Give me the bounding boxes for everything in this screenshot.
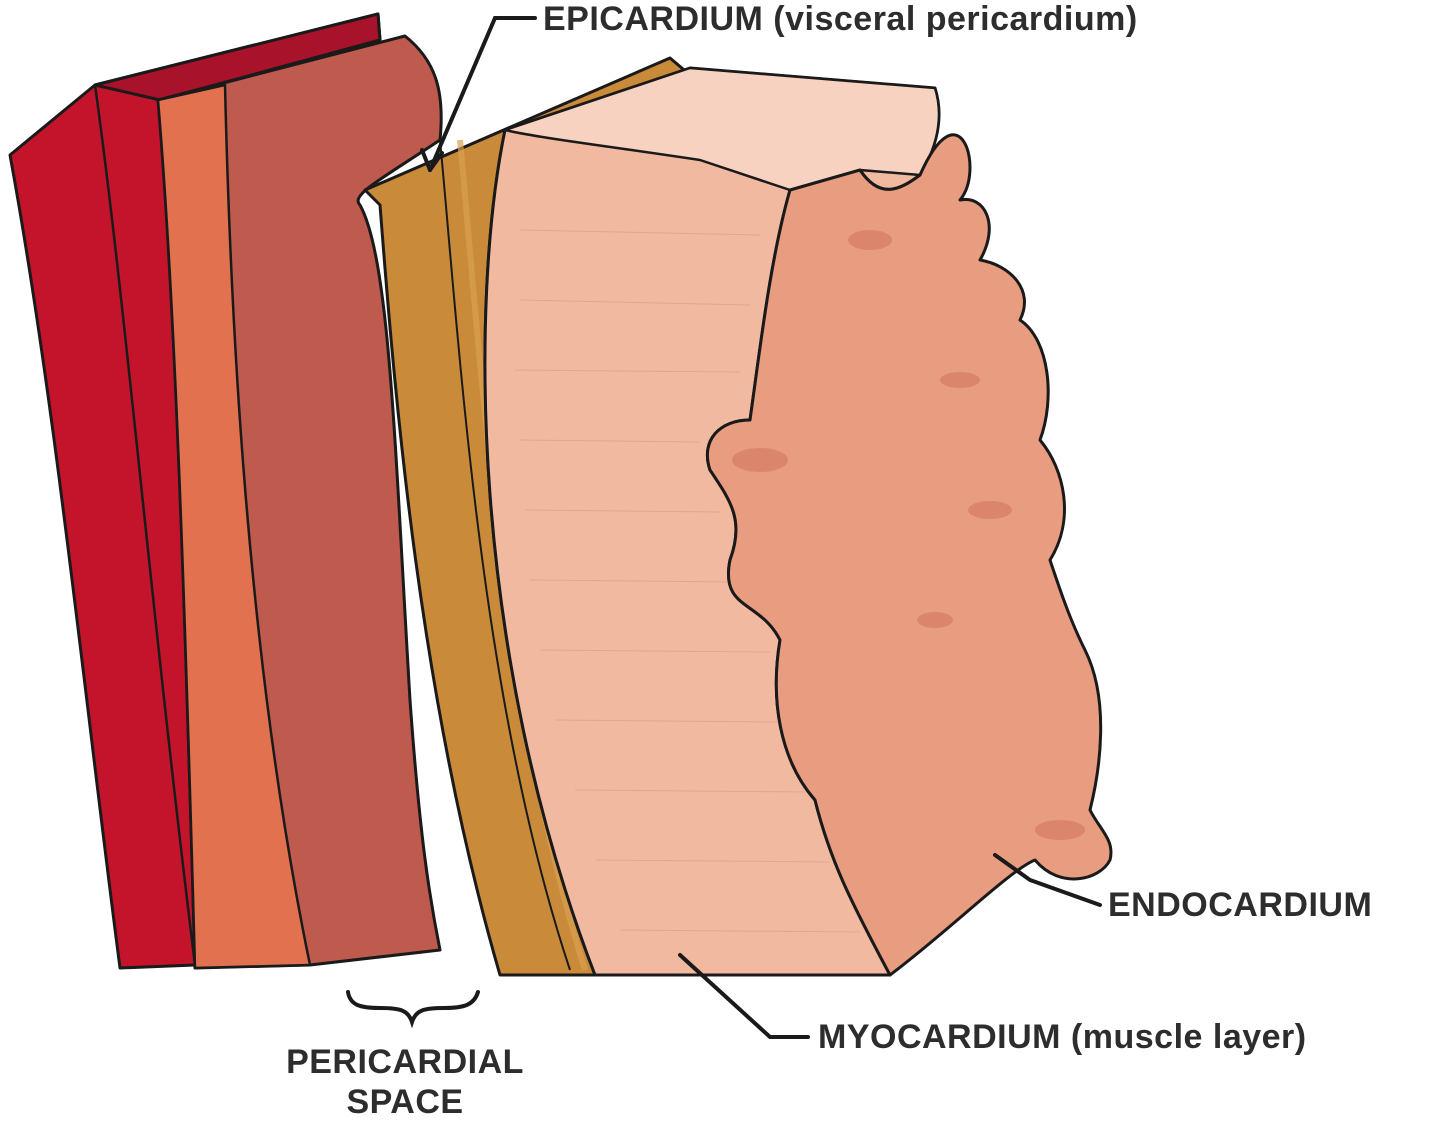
endocardium-layer [705,133,1113,977]
epicardium-label: EPICARDIUM (visceral pericardium) [543,0,1138,38]
pericardial-space-line1: PERICARDIAL [286,1043,524,1081]
myocardium-label: MYOCARDIUM (muscle layer) [818,1018,1307,1056]
pericardial-space-line2: SPACE [346,1083,464,1121]
pericardial-space-brace [346,990,480,1029]
myocardium-layer [483,66,941,977]
parietal-pericardium-layer [156,34,443,970]
pericardial-space-label: PERICARDIAL SPACE [250,1045,560,1119]
endocardium-label: ENDOCARDIUM [1108,886,1373,924]
epicardium-arrowhead [420,148,444,172]
myocardium-leader [678,953,810,1039]
epicardium-leader [428,16,537,172]
leader-lines [420,16,1102,1039]
endocardium-leader [993,853,1102,907]
